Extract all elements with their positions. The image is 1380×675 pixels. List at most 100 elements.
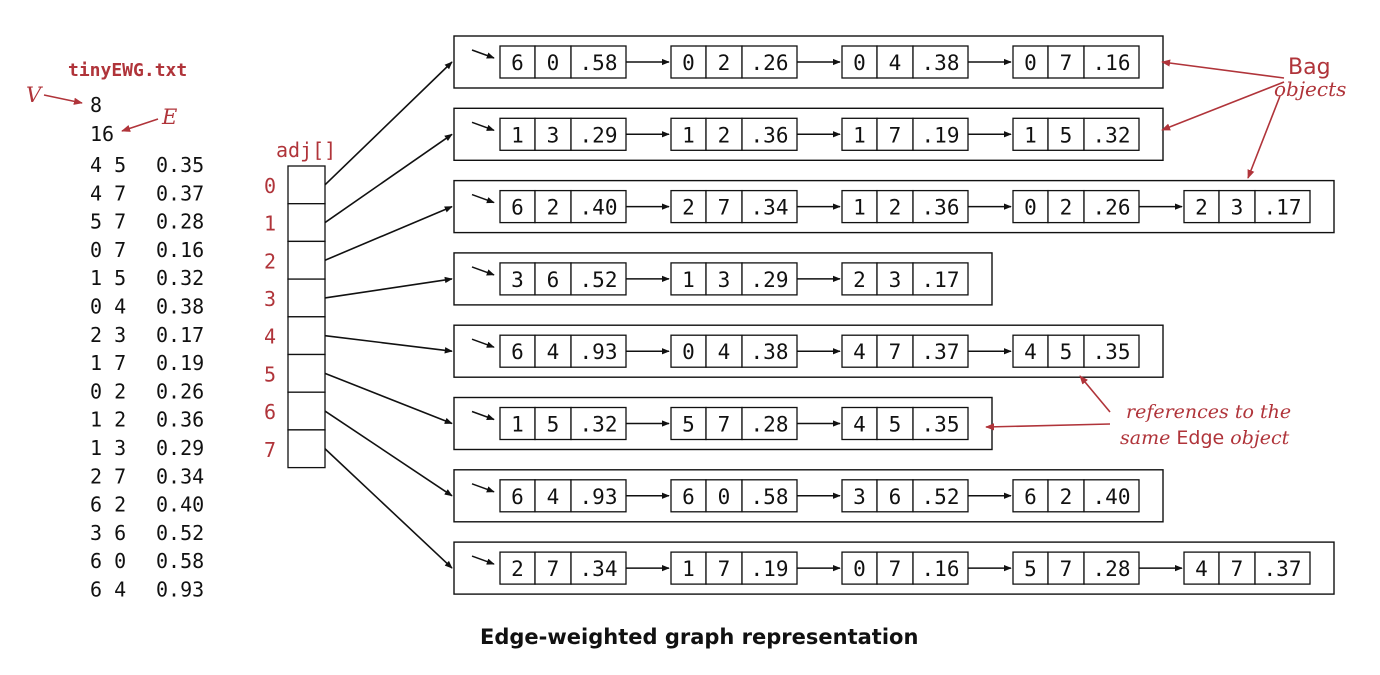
edge-node-cell xyxy=(705,479,743,513)
edge-node-value: 0 xyxy=(682,51,695,75)
edge-node-value: 3 xyxy=(853,485,866,509)
edge-node-cell xyxy=(912,334,969,368)
edge-node-value: 4 xyxy=(853,413,866,437)
edge-node-cell xyxy=(670,406,707,441)
adj-cell xyxy=(287,240,326,280)
adj-index: 1 xyxy=(264,212,276,236)
edge-node-value: 1 xyxy=(511,123,524,147)
edge-node-value: 6 xyxy=(511,51,524,75)
edge-node-cell xyxy=(1083,479,1140,513)
edge-node-cell xyxy=(841,45,878,79)
edge-node-cell xyxy=(670,551,707,585)
adj-pointer-arrow xyxy=(324,133,453,224)
adj-pointer-arrow xyxy=(324,205,453,261)
edge-node-value: 2 xyxy=(682,196,695,220)
edge-list-vertices: 2 3 xyxy=(90,323,126,347)
edge-node-value: .34 xyxy=(580,557,618,581)
adj-index: 2 xyxy=(264,249,276,273)
edge-node-value: 7 xyxy=(889,123,902,147)
edge-node-cell xyxy=(1012,45,1049,79)
edge-node-cell xyxy=(499,551,536,585)
edge-list-weight: 0.17 xyxy=(156,323,204,347)
adj-index: 3 xyxy=(264,287,276,311)
edge-node-value: 4 xyxy=(1195,557,1208,581)
edge-list-weight: 0.37 xyxy=(156,181,204,205)
adj-pointer-arrow xyxy=(324,61,453,186)
edge-node-cell xyxy=(741,551,798,585)
edge-node-value: 6 xyxy=(511,485,524,509)
edge-node-value: .16 xyxy=(922,557,960,581)
edge-node-cell xyxy=(1047,479,1085,513)
bag-head-pointer xyxy=(471,555,495,565)
edge-node-value: 4 xyxy=(1024,340,1037,364)
edge-node-cell xyxy=(912,189,969,224)
edge-node-cell xyxy=(841,479,878,513)
edge-list-vertices: 2 7 xyxy=(90,464,126,488)
adj-pointer-arrows xyxy=(324,61,453,569)
edge-node-cell xyxy=(841,334,878,368)
edge-node-value: 1 xyxy=(1024,123,1037,147)
edge-node-value: 4 xyxy=(718,340,731,364)
edge-node-value: 4 xyxy=(889,51,902,75)
adj-cell xyxy=(287,203,326,243)
edge-node-value: 7 xyxy=(718,196,731,220)
vertex-count: 8 xyxy=(90,93,102,117)
edge-node-cell xyxy=(741,262,798,296)
edge-list-weight: 0.93 xyxy=(156,578,204,602)
adj-cell xyxy=(287,165,326,205)
edge-node-value: 3 xyxy=(547,123,560,147)
adj-pointer-arrow xyxy=(324,448,453,569)
bag-head-pointer xyxy=(471,410,495,421)
refs-annotation-edge: Edge xyxy=(1176,427,1224,449)
edge-node-value: 4 xyxy=(547,340,560,364)
edge-node-value: .38 xyxy=(751,340,789,364)
edge-list-vertices: 6 0 xyxy=(90,549,126,573)
edge-node-cell xyxy=(1183,551,1220,585)
edge-node-cell xyxy=(841,262,878,296)
edge-node-cell xyxy=(1012,189,1049,224)
edge-node-value: 4 xyxy=(547,485,560,509)
edge-node-value: 0 xyxy=(547,51,560,75)
adj-pointer-arrow xyxy=(324,410,453,497)
edge-node-cell xyxy=(912,479,969,513)
edge-node-value: .52 xyxy=(580,268,618,292)
adj-pointer-arrow xyxy=(324,372,453,425)
edge-node-cell xyxy=(1047,117,1085,151)
edge-list-weight: 0.28 xyxy=(156,210,204,234)
v-arrow xyxy=(43,94,83,105)
edge-list-vertices: 1 2 xyxy=(90,408,126,432)
edge-node-cell xyxy=(841,551,878,585)
v-label: V xyxy=(26,83,43,107)
caption: Edge-weighted graph representation xyxy=(480,625,918,649)
edge-node-value: 5 xyxy=(1060,123,1073,147)
edge-node-cell xyxy=(1012,551,1049,585)
edge-node-value: 0 xyxy=(718,485,731,509)
edge-node-value: 2 xyxy=(547,196,560,220)
edge-node-value: .58 xyxy=(580,51,618,75)
refs-annotation-same: same xyxy=(1120,427,1176,449)
edge-node-cell xyxy=(1254,551,1311,585)
bag-head-pointer xyxy=(471,266,495,276)
edge-node-cell xyxy=(912,551,969,585)
edge-node-value: .37 xyxy=(922,340,960,364)
edge-list-vertices: 6 4 xyxy=(90,578,126,602)
edge-node-value: 2 xyxy=(1195,196,1208,220)
edge-list-vertices: 0 4 xyxy=(90,295,126,319)
edge-node-value: .36 xyxy=(922,196,960,220)
edge-node-cell xyxy=(534,334,572,368)
edge-node-cell xyxy=(912,45,969,79)
edge-list-vertices: 0 7 xyxy=(90,238,126,262)
bag-head-pointer xyxy=(471,193,495,204)
adj-pointer-arrow xyxy=(324,276,453,299)
edge-node-cell xyxy=(570,262,627,296)
edge-node-cell xyxy=(534,117,572,151)
edge-node-value: 2 xyxy=(1060,485,1073,509)
edge-node-cell xyxy=(534,551,572,585)
edge-node-value: .17 xyxy=(1264,196,1302,220)
edge-node-cell xyxy=(1083,45,1140,79)
